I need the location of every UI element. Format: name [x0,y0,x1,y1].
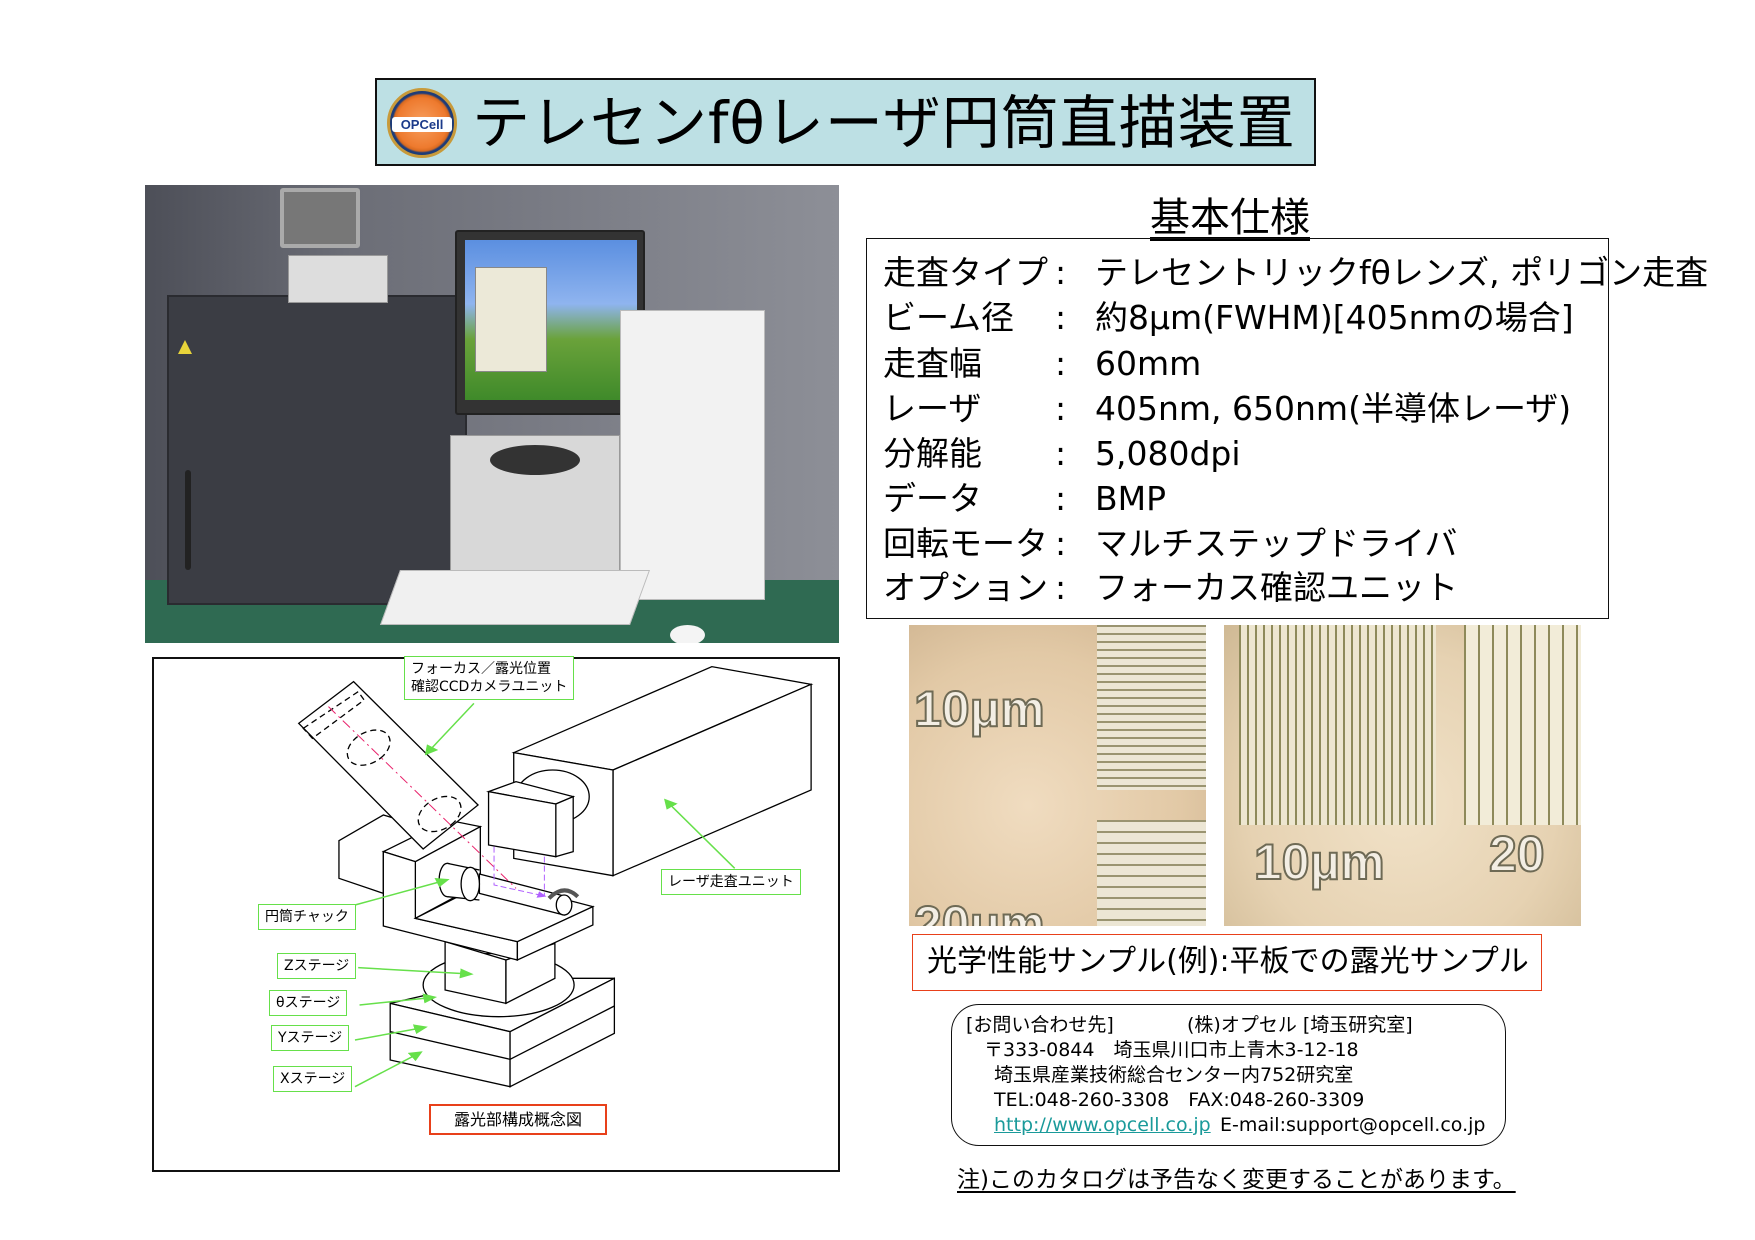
spec-value: 約8μm(FWHM)[405nmの場合] [1095,298,1574,337]
label-ccd-line2: 確認CCDカメラユニット [411,679,568,695]
email: E-mail:support@opcell.co.jp [1220,1114,1486,1136]
spec-colon: : [1055,479,1067,518]
spec-table: 走査タイプ: テレセントリックfθレンズ, ポリゴン走査 ビーム径: 約8μm(FW… [866,238,1708,619]
spec-label: ビーム径 [883,298,1015,337]
line-pattern [1097,820,1206,926]
arrow-ccd [426,703,474,755]
apparatus-photo [145,185,839,643]
enclosure-cabinet [167,295,467,605]
label-theta-stage: θステージ [269,990,348,1016]
exposure-unit-diagram [150,650,850,1170]
label-ccd-line1: フォーカス／露光位置 [411,661,551,677]
spec-label: 回転モータ [883,524,1048,563]
arrow-chuck [355,879,448,905]
label-laser-unit: レーザ走査ユニット [661,869,801,895]
company-name: (株)オプセル [埼玉研究室] [1187,1014,1413,1036]
spec-label: 分解能 [883,434,982,473]
spec-heading: 基本仕様 [1150,195,1310,241]
label-y-stage: Yステージ [271,1025,350,1051]
spec-value: 5,080dpi [1095,434,1241,473]
arrow-y-stage [355,1026,426,1040]
spec-colon: : [1055,298,1067,337]
spec-value: テレセントリックfθレンズ, ポリゴン走査 [1095,253,1709,292]
label-z-stage: Zステージ [277,953,357,979]
website-link[interactable]: http://www.opcell.co.jp [994,1114,1211,1136]
diagram-caption: 露光部構成概念図 [429,1104,607,1135]
sample-scale-label: 10μm [913,680,1046,738]
arrow-x-stage [355,1052,422,1087]
address: 〒333-0844 埼玉県川口市上青木3-12-18 [984,1039,1359,1061]
ccd-monitor [280,188,360,248]
line-pattern [1464,625,1581,825]
spec-value: 60mm [1095,344,1202,383]
spec-colon: : [1055,253,1067,292]
label-chuck: 円筒チャック [258,904,356,930]
sample-scale-label: 10μm [1253,833,1386,891]
callout-arrows [355,703,735,1086]
pc-tower [620,310,765,600]
sample-photo-right: 10μm 20 [1224,625,1581,926]
opcell-logo: OPCell [387,88,457,158]
sample-caption: 光学性能サンプル(例):平板での露光サンプル [912,934,1542,991]
spec-colon: : [1055,524,1067,563]
arrow-z-stage [358,968,472,976]
spec-colon: : [1055,568,1067,607]
spec-value: BMP [1095,479,1167,518]
spec-value: マルチステップドライバ [1095,524,1458,563]
spec-label: オプション [883,568,1048,607]
sample-scale-label: 20 [1488,825,1546,883]
spec-label: レーザ [883,389,982,428]
spec-label: 走査幅 [883,344,982,383]
spec-value: 405nm, 650nm(半導体レーザ) [1095,389,1572,428]
mouse [670,625,705,643]
label-x-stage: Xステージ [273,1066,353,1092]
contact-heading: [お問い合わせ先] [966,1014,1114,1036]
sample-photo-left: 10μm 20μm [909,625,1206,926]
keyboard [379,570,651,625]
optical-axis-line [328,707,516,889]
line-pattern [1239,625,1436,825]
contact-box: [お問い合わせ先] (株)オプセル [埼玉研究室] 〒333-0844 埼玉県川… [951,1004,1506,1146]
spec-colon: : [1055,434,1067,473]
spec-colon: : [1055,389,1067,428]
page-title: テレセンfθレーザ円筒直描装置 [472,89,1296,157]
cabinet-handle [185,470,191,570]
phone-fax: TEL:048-260-3308 FAX:048-260-3309 [994,1089,1365,1111]
label-ccd-unit: フォーカス／露光位置確認CCDカメラユニット [404,656,575,700]
software-window [475,267,547,372]
disclaimer-note: 注)このカタログは予告なく変更することがあります。 [957,1167,1516,1193]
laser-beam-line [494,847,546,897]
controller-box [288,255,388,303]
arrow-laser-unit [665,799,735,869]
address-building: 埼玉県産業技術総合センター内752研究室 [994,1064,1354,1086]
spec-value: フォーカス確認ユニット [1095,568,1458,607]
stage-shape [339,815,614,1087]
spec-label: 走査タイプ [883,253,1048,292]
sample-scale-label: 20μm [913,895,1046,926]
pc-monitor [455,230,645,415]
arrow-theta-stage [360,995,436,1005]
spec-colon: : [1055,344,1067,383]
laser-scan-unit-shape [489,667,812,876]
title-banner: OPCell テレセンfθレーザ円筒直描装置 [375,78,1316,166]
spec-label: データ [883,479,982,518]
line-pattern [1097,625,1206,790]
logo-text: OPCell [392,117,452,132]
monitor-stand [490,445,580,475]
